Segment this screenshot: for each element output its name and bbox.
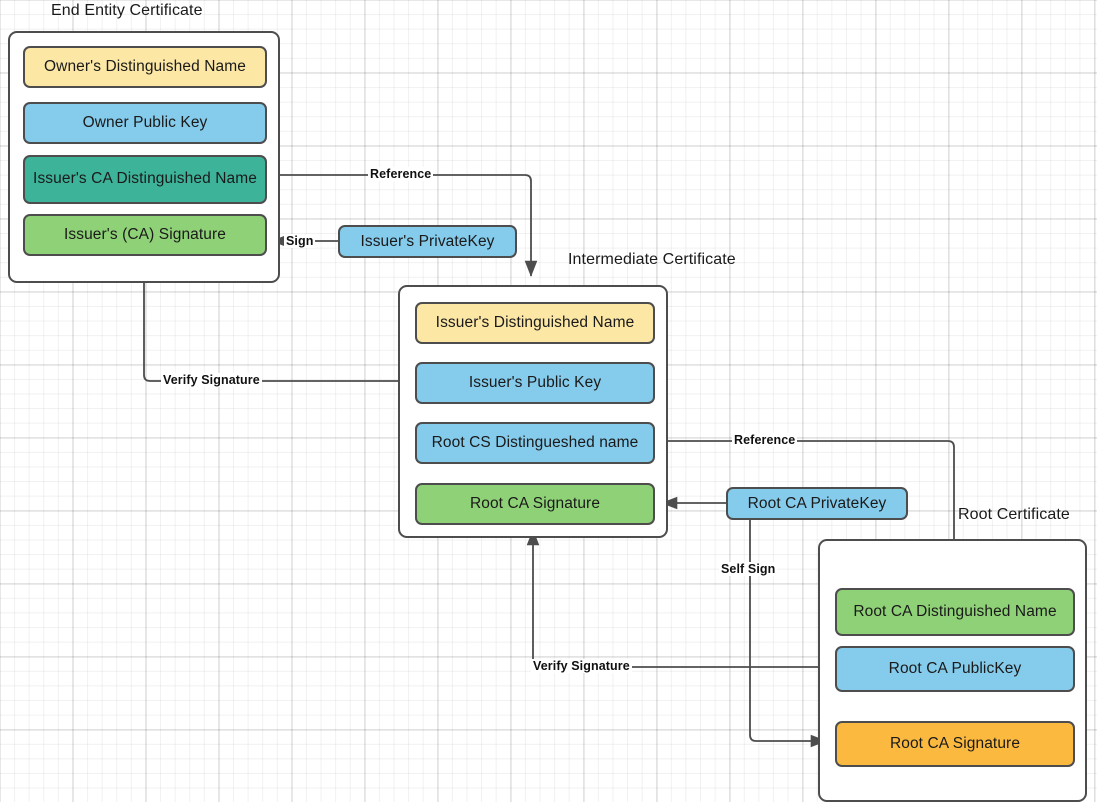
edge-ee-reference: [265, 174, 538, 277]
edge-label-ee-verify-signature: Verify Signature: [161, 373, 262, 387]
caption-end-entity-certificate: End Entity Certificate: [51, 2, 203, 19]
key-issuers-privatekey[interactable]: Issuer's PrivateKey: [338, 225, 517, 258]
certificate-root[interactable]: Root CA Distinguished Name Root CA Publi…: [818, 539, 1087, 802]
field-issuer-distinguished-name[interactable]: Issuer's Distinguished Name: [415, 302, 655, 344]
edge-int-verify-signature: [526, 529, 832, 668]
caption-intermediate-certificate: Intermediate Certificate: [568, 251, 736, 268]
edge-label-ee-sign: Sign: [284, 234, 316, 248]
edge-ee-verify-signature: [137, 261, 412, 382]
field-issuer-ca-distinguished-name[interactable]: Issuer's CA Distinguished Name: [23, 155, 267, 204]
field-issuers-public-key[interactable]: Issuer's Public Key: [415, 362, 655, 404]
field-issuer-ca-signature[interactable]: Issuer's (CA) Signature: [23, 214, 267, 256]
edge-label-root-self-sign: Self Sign: [719, 562, 778, 576]
field-root-ca-signature-intermediate[interactable]: Root CA Signature: [415, 483, 655, 525]
edge-int-reference: [654, 440, 961, 583]
field-root-ca-publickey[interactable]: Root CA PublicKey: [835, 646, 1075, 692]
certificate-intermediate[interactable]: Issuer's Distinguished Name Issuer's Pub…: [398, 285, 668, 538]
field-root-cs-distingueshed-name[interactable]: Root CS Distingueshed name: [415, 422, 655, 464]
field-root-ca-distinguished-name[interactable]: Root CA Distinguished Name: [835, 588, 1075, 636]
field-owner-public-key[interactable]: Owner Public Key: [23, 102, 267, 144]
key-root-ca-privatekey[interactable]: Root CA PrivateKey: [726, 487, 908, 520]
edge-label-int-reference: Reference: [732, 433, 798, 447]
edge-root-self-sign: [749, 520, 827, 748]
edge-label-int-verify-signature: Verify Signature: [531, 659, 632, 673]
caption-root-certificate: Root Certificate: [958, 506, 1070, 523]
certificate-end-entity[interactable]: Owner's Distinguished Name Owner Public …: [8, 31, 280, 283]
edge-label-ee-reference: Reference: [368, 167, 434, 181]
field-root-ca-signature-root[interactable]: Root CA Signature: [835, 721, 1075, 767]
field-owner-distinguished-name[interactable]: Owner's Distinguished Name: [23, 46, 267, 88]
